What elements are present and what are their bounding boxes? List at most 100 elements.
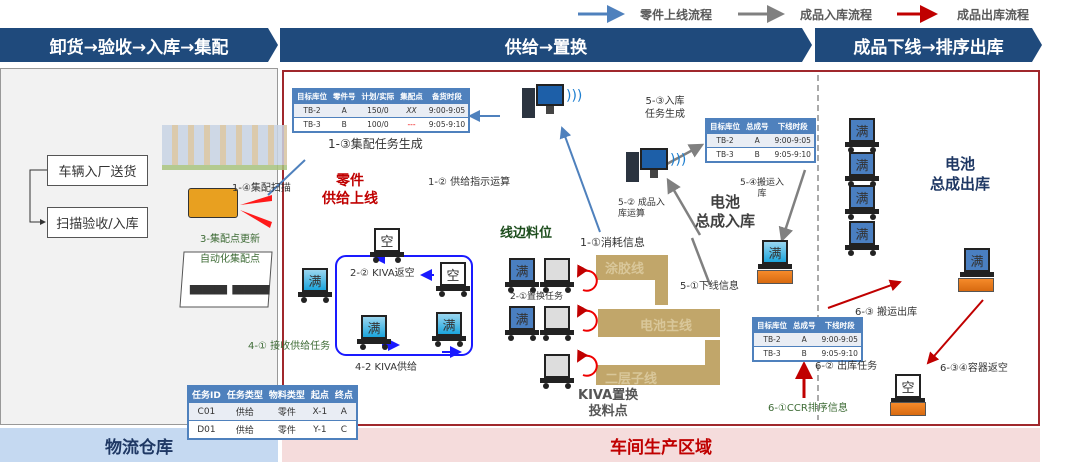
kiva-cart-full: 满	[432, 312, 466, 348]
zone-production: 车间生产区域	[282, 428, 1040, 462]
table-header: 任务ID	[188, 386, 224, 403]
table-cell: 供给	[223, 420, 266, 439]
cart-box: 满	[849, 185, 875, 209]
table-cell: X-1	[307, 402, 332, 421]
cart-base	[530, 287, 536, 293]
label-kiva-return: 2-② KIVA返空	[350, 268, 415, 279]
phase-outbound: 成品下线→排序出库	[815, 28, 1042, 62]
table-cell: TB-3	[293, 117, 330, 132]
cart-base	[758, 264, 792, 269]
cart-box: 满	[361, 315, 387, 339]
line-main-label: 电池主线	[640, 319, 693, 334]
cart-base	[848, 250, 854, 256]
cart-box: 空	[374, 228, 400, 252]
table-cell: A	[331, 402, 357, 421]
cart-base	[543, 335, 549, 341]
cart-base	[505, 330, 539, 335]
table-cell: 供给	[223, 402, 266, 421]
cart-box: 满	[509, 306, 535, 330]
cart-base	[848, 214, 854, 220]
label-supply-calc: 1-② 供给指示运算	[428, 177, 511, 188]
step-scan-receive: 扫描验收/入库	[47, 207, 148, 238]
cart-base	[543, 287, 549, 293]
table-header: 终点	[331, 386, 357, 403]
table-cell: TB-3	[706, 147, 743, 162]
label-consume: 1-①消耗信息	[580, 236, 645, 249]
cart-box: 满	[509, 258, 535, 282]
table-header: 下线时段	[818, 318, 862, 333]
cart-box: 满	[302, 268, 328, 292]
table-cell: B	[743, 147, 772, 162]
cart-base	[508, 287, 514, 293]
line-sub-label: 二层子线	[605, 372, 658, 387]
table-header: 总成号	[743, 119, 772, 134]
cart-base	[461, 291, 467, 297]
table-cell: TB-2	[293, 103, 330, 118]
table-cell: ---	[397, 117, 426, 132]
cart-base	[543, 383, 549, 389]
swap-cart-grey	[540, 258, 574, 294]
label-offline-info: 5-①下线信息	[680, 281, 739, 292]
cart-box: 满	[849, 152, 875, 176]
table-header: 备货时段	[425, 89, 470, 104]
cart-base	[505, 282, 539, 287]
swap-cart-full: 满	[505, 306, 539, 342]
phase-unload: 卸货→验收→入库→集配	[0, 28, 278, 62]
table-header: 物料类型	[265, 386, 308, 403]
cart-base	[845, 209, 879, 214]
cart-box: 空	[440, 262, 466, 286]
table-cell: A	[790, 332, 819, 347]
table-cell: XX	[397, 103, 426, 118]
outbound-cart-full: 满	[845, 221, 879, 257]
table-cell: A	[330, 103, 359, 118]
computer-part	[626, 152, 639, 182]
label-scan: 1-④集配扫描	[232, 183, 291, 194]
cart-base	[395, 257, 401, 263]
label-kiva-supply: 4-2 KIVA供给	[355, 362, 418, 373]
label-line-side: 线边料位	[500, 226, 553, 241]
cart-base	[540, 282, 574, 287]
cart-box	[544, 258, 570, 282]
line-coating	[596, 255, 668, 305]
computer-part	[536, 84, 564, 106]
table-cell: C	[331, 420, 357, 439]
cart-base	[565, 383, 571, 389]
agv-cart-full: 满	[960, 248, 994, 284]
label-outbound-task: 6-② 出库任务	[815, 361, 878, 372]
table-cell: A	[743, 133, 772, 148]
kiva-cart-empty: 空	[370, 228, 404, 264]
label-task-gen: 1-③集配任务生成	[328, 137, 423, 151]
outbound-title: 电池 总成出库	[930, 155, 991, 193]
label-swap-point: KIVA置换 投料点	[578, 388, 639, 419]
kiva-cart-empty: 空	[436, 262, 470, 298]
cart-box: 满	[762, 240, 788, 264]
outbound-cart-full: 满	[845, 185, 879, 221]
cart-base	[370, 252, 404, 257]
legend-parts-online: 零件上线流程	[640, 8, 713, 22]
label-swap-task: 2-①置换任务	[510, 292, 564, 302]
computer-part: )))	[670, 152, 687, 168]
cart-base	[845, 142, 879, 147]
cart-base	[298, 292, 332, 297]
table-header: 目标库位	[293, 89, 330, 104]
cart-box	[544, 306, 570, 330]
label-auto-point: 自动化集配点	[200, 254, 260, 265]
computer-part	[650, 170, 658, 178]
agv-cart-empty: 空	[891, 374, 925, 410]
cart-base	[360, 344, 366, 350]
cart-box: 满	[849, 221, 875, 245]
cart-base	[540, 330, 574, 335]
cart-base	[508, 335, 514, 341]
table-cell: 9:05-9:10	[425, 117, 470, 132]
table-header: 下线时段	[771, 119, 815, 134]
cart-base	[357, 339, 391, 344]
line-main	[598, 309, 720, 337]
phase-supply: 供给→置换	[280, 28, 812, 62]
table-cell: 零件	[265, 420, 308, 439]
table-header: 总成号	[790, 318, 819, 333]
cart-base	[891, 398, 925, 403]
